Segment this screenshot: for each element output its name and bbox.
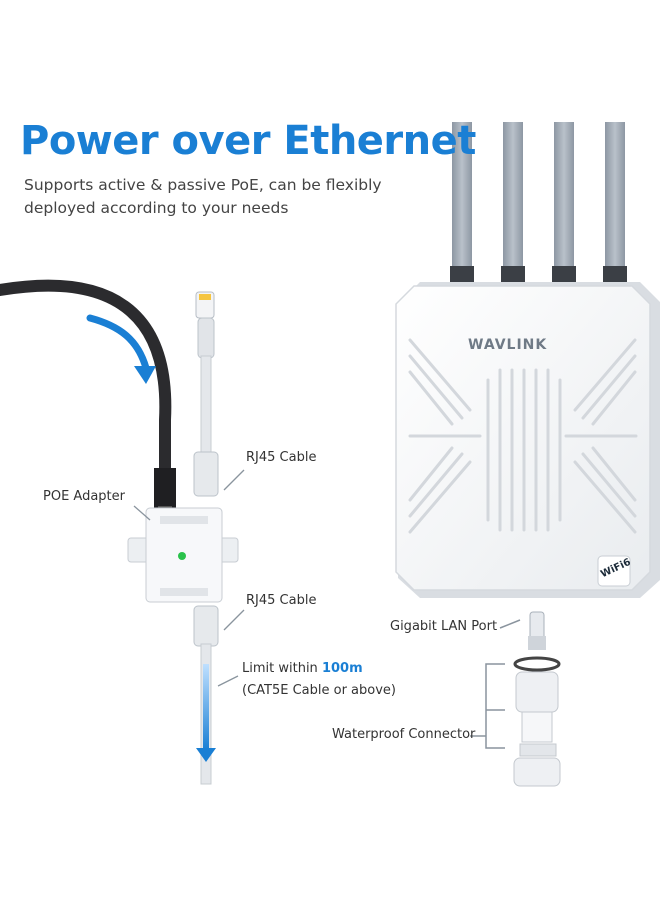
rj45-cable-left: [193, 291, 219, 497]
router-body: [395, 282, 660, 598]
waterproof-label: Waterproof Connector: [332, 727, 476, 742]
poe-adapter: [127, 507, 239, 603]
lan-port-label: Gigabit LAN Port: [390, 619, 498, 634]
antenna-4: [605, 122, 625, 272]
rj45-bottom-label: RJ45 Cable: [246, 593, 317, 608]
antenna-3: [554, 122, 574, 272]
distance-arrow: [203, 664, 209, 750]
power-flow-arrow: [86, 314, 150, 372]
power-cable: [0, 279, 176, 518]
poe-adapter-label: POE Adapter: [43, 489, 125, 504]
page-title: Power over Ethernet: [20, 118, 476, 164]
page-subtitle: Supports active & passive PoE, can be fl…: [24, 176, 382, 217]
limit-value: 100m: [321, 661, 363, 676]
rj45-cable-bottom: [193, 605, 219, 785]
wavlink-logo: WAVLINK: [468, 337, 548, 353]
limit-label: Limit within 100m: [242, 661, 363, 676]
rj45-top-label: RJ45 Cable: [246, 450, 317, 465]
limit-prefix: Limit within: [242, 661, 322, 676]
antenna-2: [503, 122, 523, 272]
antennas: [450, 122, 627, 282]
antenna-1: [452, 122, 472, 272]
wifi6-badge: [597, 555, 631, 587]
cable-spec-label: (CAT5E Cable or above): [242, 683, 396, 698]
lan-cable-connector: [470, 611, 561, 787]
